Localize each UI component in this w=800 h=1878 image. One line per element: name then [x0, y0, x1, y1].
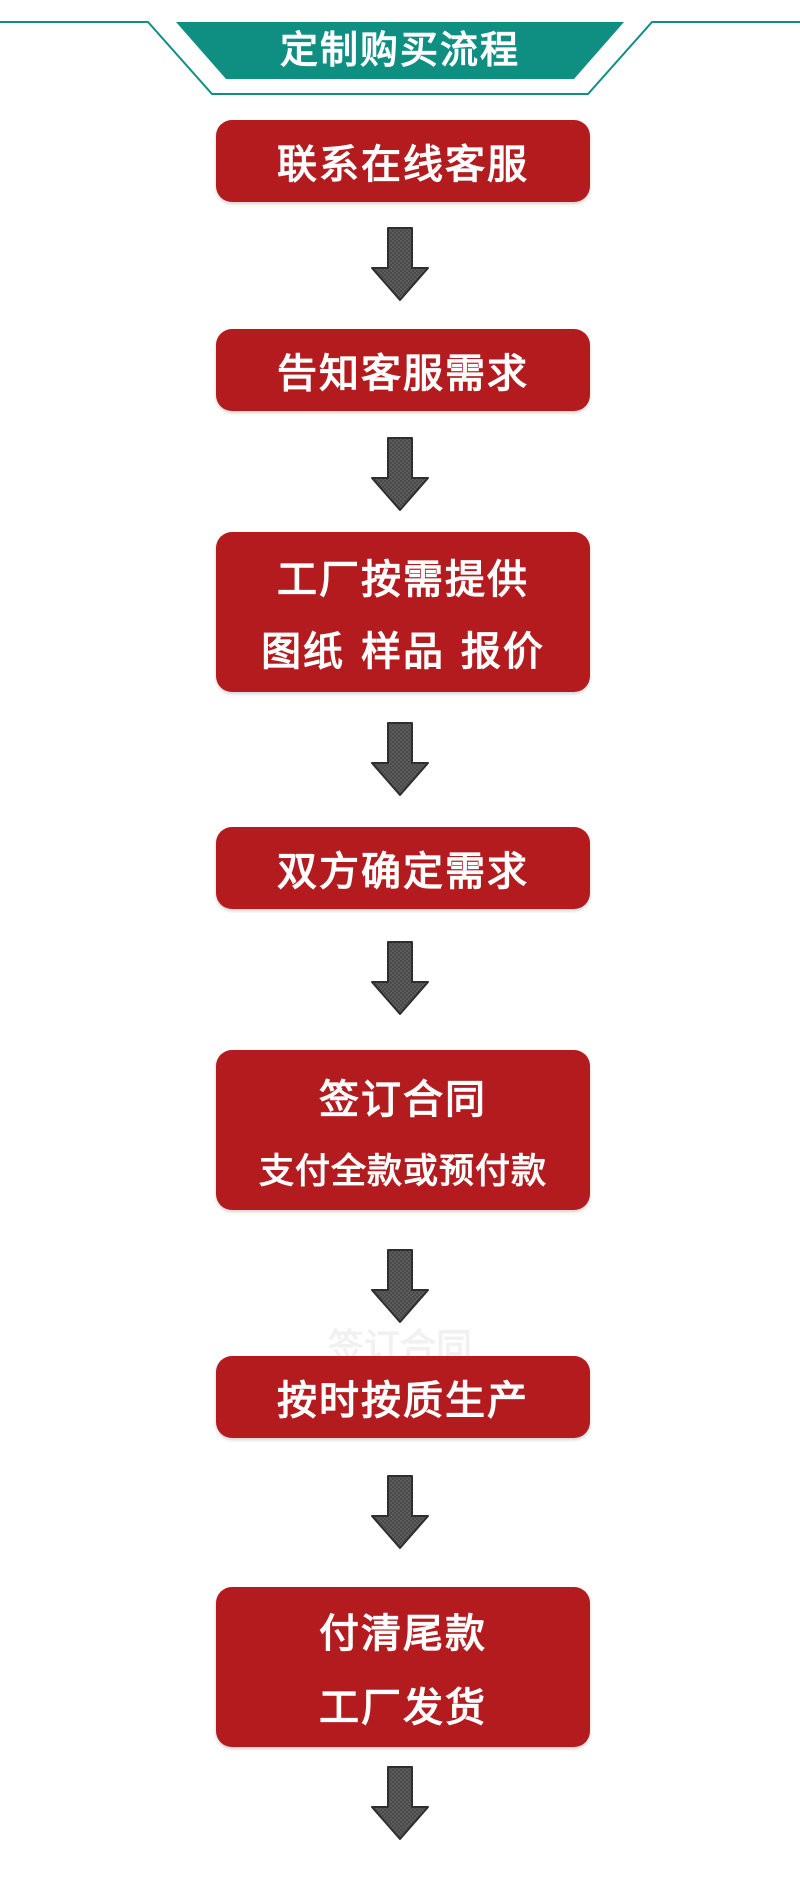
flow-step: 双方确定需求: [216, 827, 590, 909]
flow-step: 联系在线客服: [216, 120, 590, 202]
step-label: 工厂按需提供: [277, 557, 529, 603]
down-arrow-icon: [371, 1249, 429, 1323]
down-arrow-icon: [371, 1475, 429, 1549]
flow-step: 付清尾款 工厂发货: [216, 1587, 590, 1747]
down-arrow-icon: [371, 722, 429, 796]
step-label: 付清尾款: [319, 1611, 487, 1657]
step-label: 支付全款或预付款: [258, 1151, 547, 1192]
flow-step: 告知客服需求: [216, 329, 590, 411]
down-arrow-icon: [371, 437, 429, 511]
flow-step: 按时按质生产: [216, 1356, 590, 1438]
down-arrow-icon: [371, 1766, 429, 1840]
step-label: 告知客服需求: [277, 351, 529, 397]
flow-step: 工厂按需提供 图纸 样品 报价: [216, 532, 590, 692]
step-label: 双方确定需求: [277, 849, 529, 895]
title-banner: [0, 21, 800, 95]
step-label: 按时按质生产: [277, 1378, 529, 1424]
page-title: 定制购买流程: [279, 28, 520, 72]
down-arrow-icon: [371, 227, 429, 301]
step-label: 工厂发货: [319, 1685, 487, 1731]
flow-step: 签订合同 支付全款或预付款: [216, 1050, 590, 1210]
step-label: 联系在线客服: [277, 142, 529, 188]
down-arrow-icon: [371, 941, 429, 1015]
step-label: 签订合同: [319, 1076, 487, 1123]
step-label: 图纸 样品 报价: [261, 629, 545, 675]
